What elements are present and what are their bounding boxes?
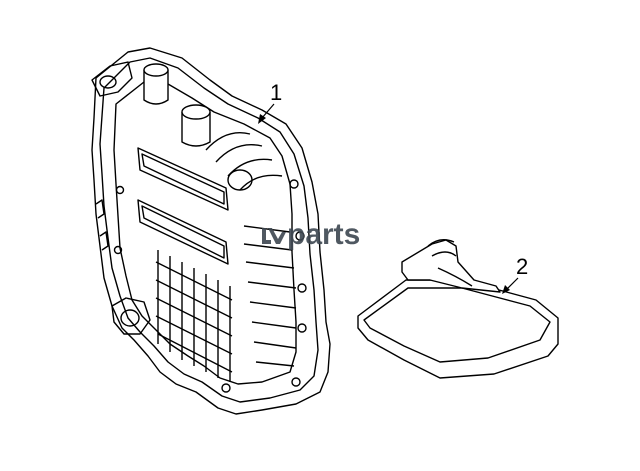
oil-pan-bolt-holes (113, 179, 307, 393)
oil-pan-grid (155, 250, 233, 382)
callout-2-label: 2 (516, 254, 528, 279)
callout-2-arrow (502, 285, 510, 294)
oil-pan-stud-top (143, 63, 169, 77)
callout-1-arrow (258, 114, 266, 124)
oil-pan-rib (205, 132, 251, 151)
oil-pan-plug-top (181, 104, 211, 120)
oil-pan-boss-bottom-ring (120, 309, 140, 327)
filter-body (357, 279, 559, 379)
oil-pan-fins (243, 225, 297, 367)
callout-1-label: 1 (270, 80, 282, 105)
callout-2: 2 (502, 254, 528, 294)
watermark-text: parts (287, 218, 360, 251)
oil-pan-rim (99, 57, 319, 403)
oil-pan-panel-lower (137, 199, 229, 265)
filter-top-face (363, 287, 551, 363)
watermark-logo-mark (262, 228, 286, 244)
part-1-oil-pan[interactable] (91, 47, 331, 415)
watermark: parts (262, 218, 360, 251)
oil-pan-boss-top (91, 61, 133, 97)
oil-pan-panel-upper (137, 147, 229, 211)
oil-pan-boss-ring (99, 75, 117, 89)
oil-pan-plug (181, 112, 211, 147)
oil-pan-boss-bottom (111, 297, 151, 335)
part-2-oil-filter[interactable] (357, 239, 559, 379)
filter-inlet-rim (427, 239, 455, 247)
callout-1: 1 (258, 80, 282, 124)
oil-pan-face (113, 81, 297, 385)
oil-pan-port (227, 169, 253, 191)
